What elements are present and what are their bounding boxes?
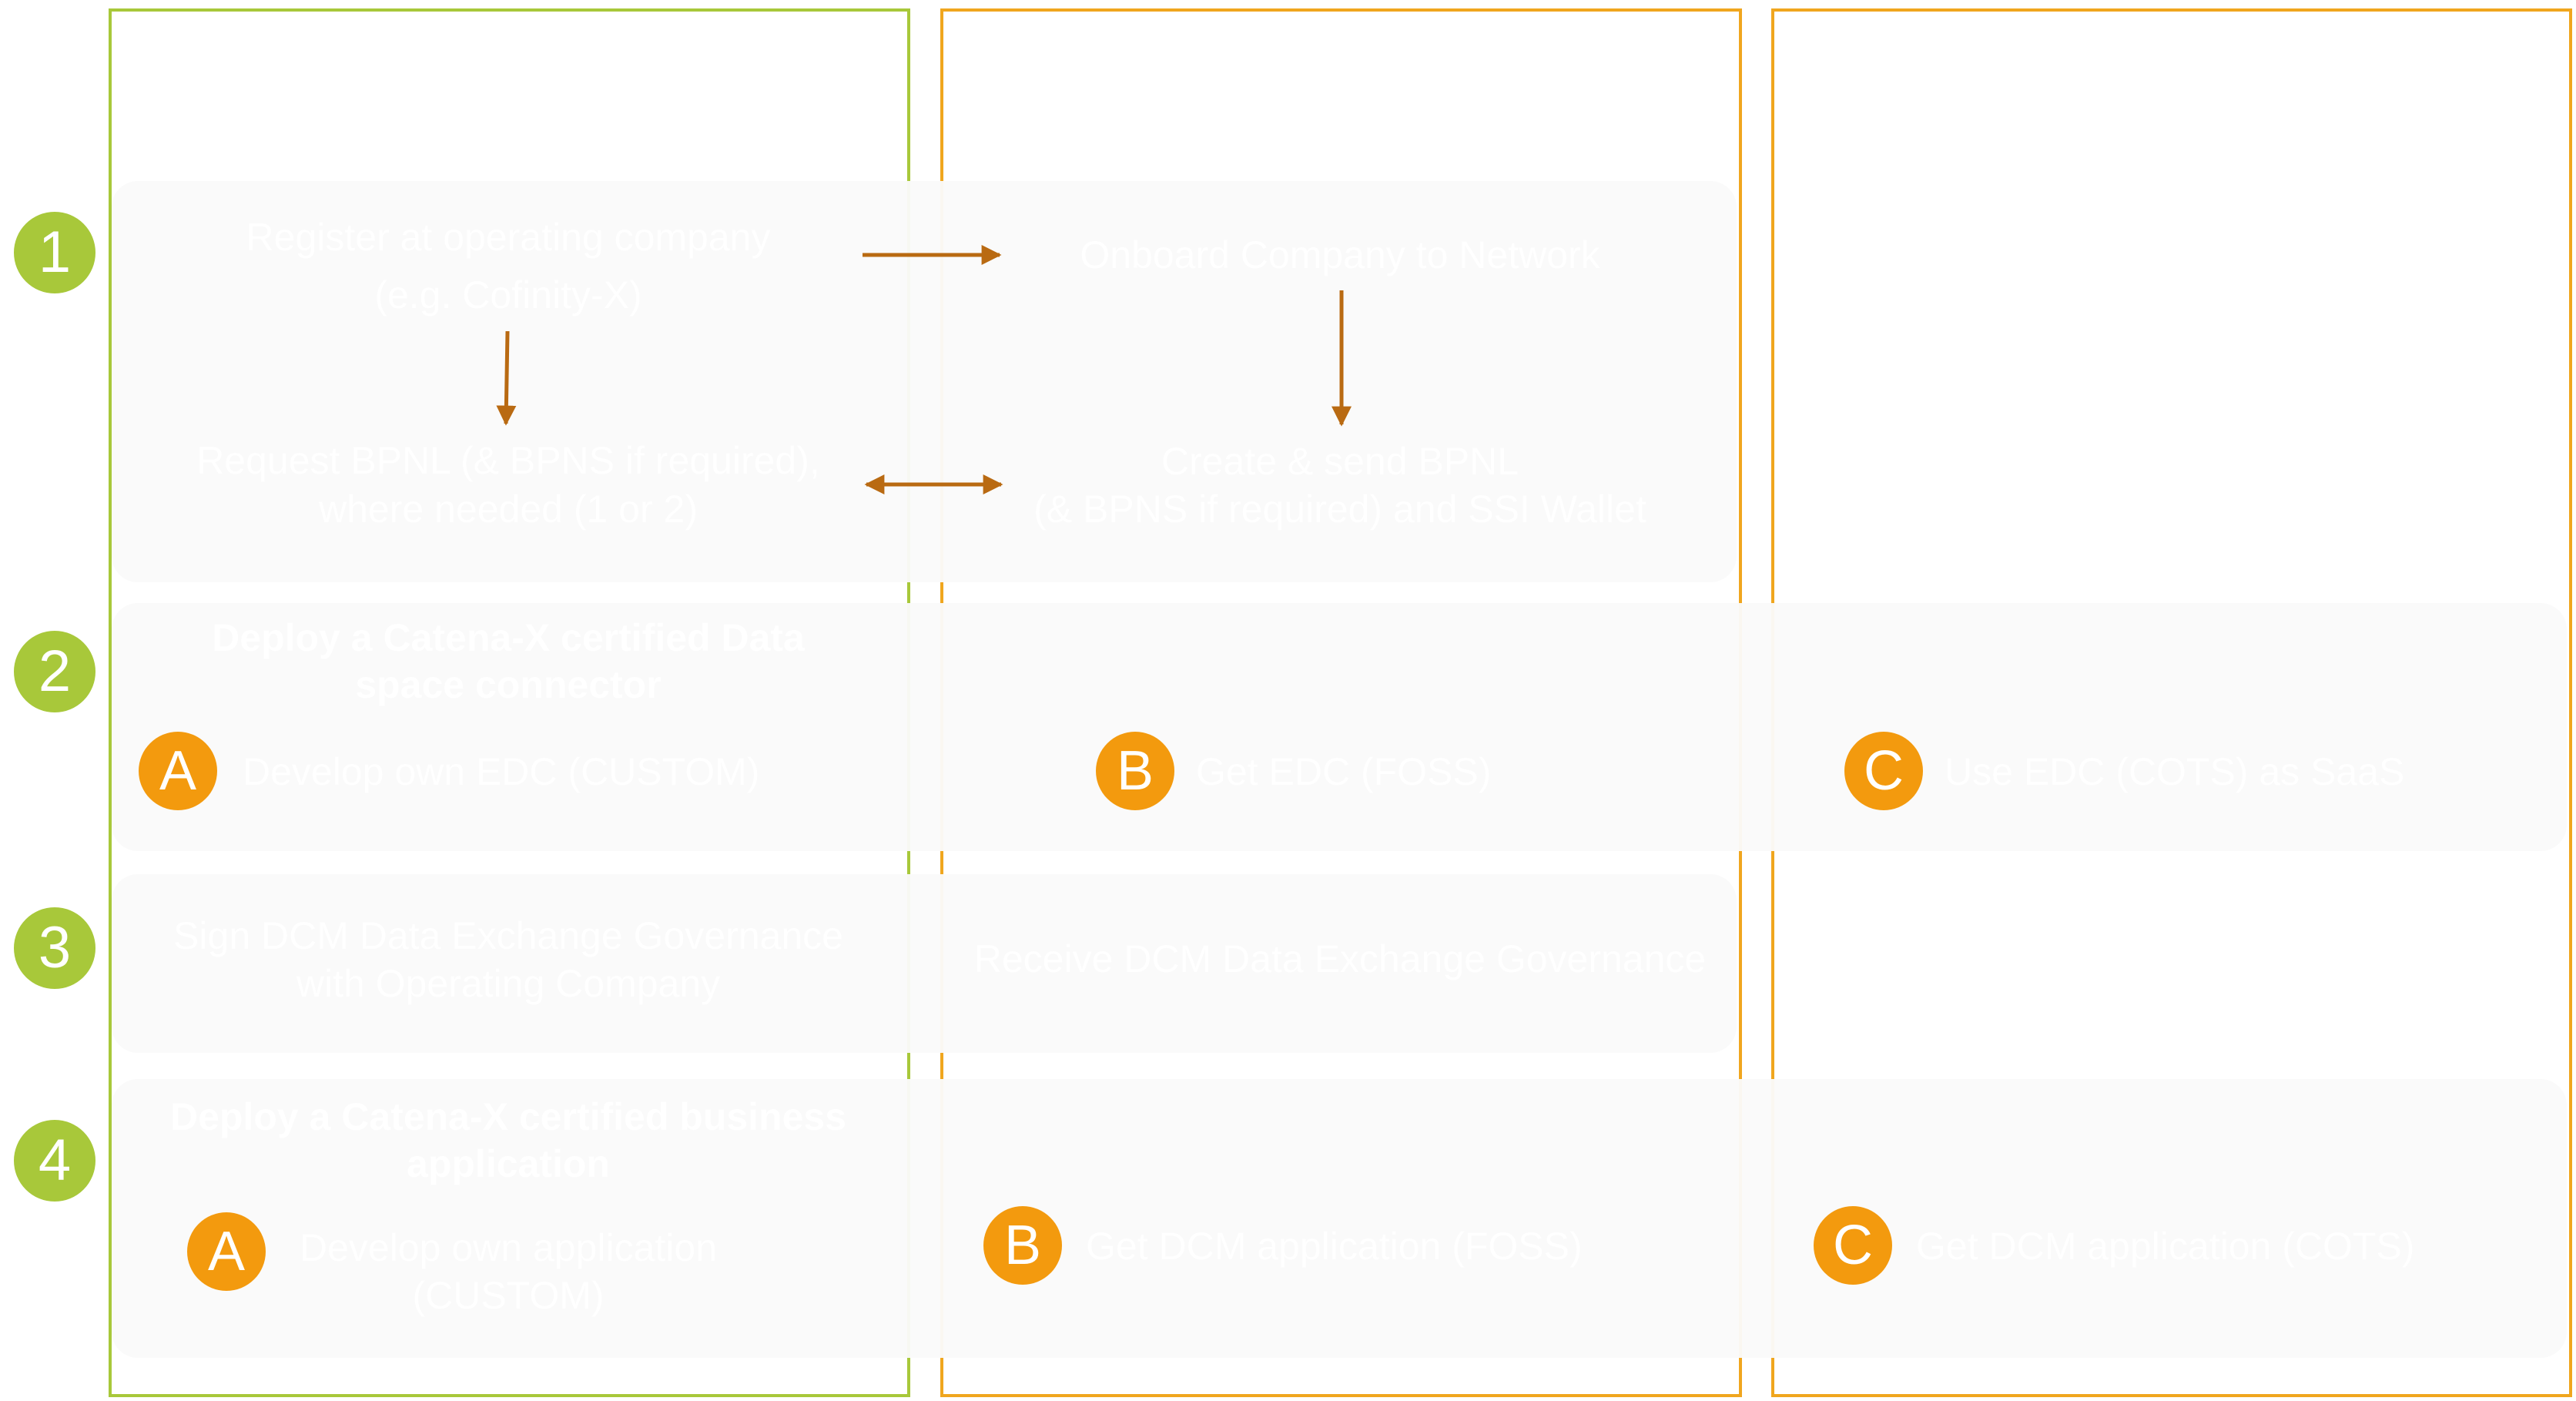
deploy-application-title-line1: Deploy a Catena-X certified business — [169, 1095, 847, 1138]
option-b-app-badge: B — [983, 1206, 1062, 1285]
deploy-connector-title-line1: Deploy a Catena-X certified Data — [212, 616, 805, 659]
step-1-badge: 1 — [14, 212, 95, 293]
row3-panel — [112, 874, 1737, 1053]
option-c-edc-text: Use EDC (COTS) as SaaS — [1945, 750, 2405, 793]
option-b-edc-text: Get EDC (FOSS) — [1196, 750, 1492, 793]
step-2-badge: 2 — [14, 631, 95, 712]
option-c-app-badge: C — [1814, 1206, 1892, 1285]
row2-panel — [112, 603, 2567, 851]
create-bpnl-text-line2: (& BPNS if required) and SSI Wallet — [1033, 488, 1646, 531]
row1-panel — [112, 181, 1737, 582]
sign-governance-text-line1: Sign DCM Data Exchange Governance — [173, 914, 843, 957]
option-a-app-text-line2: (CUSTOM) — [412, 1274, 605, 1317]
option-c-badge: C — [1844, 732, 1923, 810]
register-text-line2: (e.g. Cofinity-X) — [374, 273, 642, 317]
option-c-app-text: Get DCM application (COTS) — [1916, 1225, 2415, 1268]
option-a-badge: A — [139, 732, 217, 810]
sign-governance-text-line2: with Operating Company — [296, 962, 721, 1005]
receive-governance-text: Receive DCM Data Exchange Governance — [973, 937, 1707, 980]
deploy-connector-title-line2: space connector — [355, 663, 662, 706]
row4-panel — [112, 1079, 2567, 1358]
option-a-edc-text: Develop own EDC (CUSTOM) — [243, 750, 760, 793]
create-bpnl-text-line1: Create & send BPNL — [1161, 440, 1519, 483]
onboard-company-text: Onboard Company to Network — [1080, 233, 1600, 277]
request-bpnl-text-line2: where needed (1 or 2) — [319, 488, 698, 531]
option-a-app-text-line1: Develop own application — [299, 1226, 718, 1269]
request-bpnl-text-line1: Request BPNL (& BPNS if required), — [196, 439, 820, 482]
option-a-app-badge: A — [187, 1212, 266, 1291]
register-text-line1: Register at operating company — [246, 216, 771, 259]
option-b-badge: B — [1096, 732, 1174, 810]
deploy-application-title-line2: application — [407, 1142, 610, 1185]
step-3-badge: 3 — [14, 907, 95, 989]
option-b-app-text: Get DCM application (FOSS) — [1086, 1225, 1583, 1268]
step-4-badge: 4 — [14, 1120, 95, 1202]
